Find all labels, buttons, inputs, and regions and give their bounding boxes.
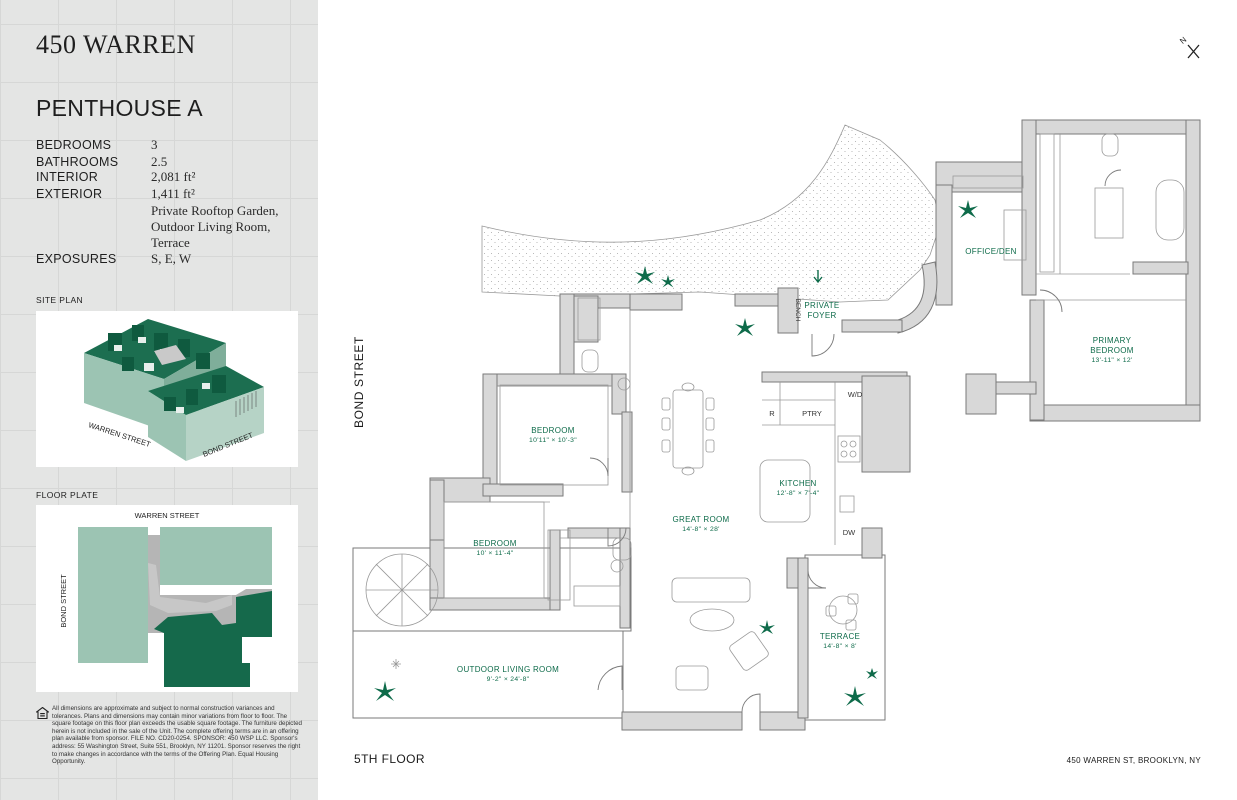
site-plan-label: SITE PLAN <box>36 295 84 305</box>
plant-icons <box>374 200 978 706</box>
bond-street-label: BOND STREET <box>352 336 366 428</box>
site-plan-drawing: WARREN STREET BOND STREET <box>84 319 264 461</box>
bedroom-1-label: BEDROOM <box>531 426 574 435</box>
primary-bedroom-dimensions: 13'-11" × 12' <box>1091 357 1132 364</box>
terrace-label: TERRACE <box>820 632 860 641</box>
private-foyer-label-1: PRIVATE <box>804 301 839 310</box>
site-plan-panel: WARREN STREET BOND STREET <box>36 311 298 467</box>
primary-bedroom-label-2: BEDROOM <box>1090 346 1133 355</box>
entry-arrow-icon <box>813 270 823 284</box>
office-den-label: OFFICE/DEN <box>965 247 1016 256</box>
washer-dryer-label: W/D <box>848 390 863 399</box>
spec-label: BEDROOMS <box>36 138 112 152</box>
refrigerator-label: R <box>769 409 775 418</box>
spec-value: Private Rooftop Garden, <box>151 203 279 218</box>
outdoor-living-room-dimensions: 9'-2" × 24'-8" <box>487 676 530 683</box>
primary-bedroom-label-1: PRIMARY <box>1093 336 1132 345</box>
floor-plate-label: FLOOR PLATE <box>36 490 99 500</box>
bedroom-2-dimensions: 10' × 11'-4" <box>476 550 513 557</box>
spec-label: BATHROOMS <box>36 155 119 169</box>
compass-north-label: N <box>1178 35 1188 46</box>
great-room-label: GREAT ROOM <box>673 515 730 524</box>
floor-level-label: 5TH FLOOR <box>354 752 425 766</box>
spec-label: EXPOSURES <box>36 252 117 266</box>
bedroom-1-dimensions: 10'11" × 10'-3" <box>529 437 577 444</box>
spec-label: EXTERIOR <box>36 187 103 201</box>
floor-plate-drawing: WARREN STREET BOND STREET <box>59 511 272 687</box>
spec-value: S, E, W <box>151 251 192 266</box>
unit-title: PENTHOUSE A <box>36 95 203 121</box>
info-sidebar: 450 WARREN PENTHOUSE A BEDROOMS 3 BATHRO… <box>0 0 318 800</box>
private-foyer-label-2: FOYER <box>807 311 836 320</box>
floor-plate-bond-street: BOND STREET <box>59 574 68 628</box>
spec-value: Outdoor Living Room, <box>151 219 271 234</box>
floor-plate-panel: WARREN STREET BOND STREET <box>36 505 298 692</box>
outdoor-living-room-label: OUTDOOR LIVING ROOM <box>457 665 559 674</box>
spec-value: Terrace <box>151 235 190 250</box>
kitchen-label: KITCHEN <box>779 479 816 488</box>
equal-housing-icon <box>36 707 49 719</box>
spec-value: 2.5 <box>151 154 168 169</box>
rooftop-garden-area <box>481 124 941 303</box>
kitchen-dimensions: 12'-8" × 7'-4" <box>777 490 820 497</box>
great-room-dimensions: 14'-8" × 28' <box>682 526 720 533</box>
bedroom-2-label: BEDROOM <box>473 539 516 548</box>
spec-value: 2,081 ft² <box>151 169 196 184</box>
spec-value: 1,411 ft² <box>151 186 195 201</box>
brand-logo: 450 WARREN <box>36 30 196 59</box>
bench-label: BENCH <box>794 299 801 322</box>
pantry-label: PTRY <box>802 409 822 418</box>
furniture <box>365 382 861 691</box>
floor-plate-warren-street: WARREN STREET <box>135 511 200 520</box>
dishwasher-label: DW <box>843 528 856 537</box>
spec-value: 3 <box>151 137 158 152</box>
walls <box>429 119 1201 731</box>
terrace-dimensions: 14'-8" × 8' <box>823 643 856 650</box>
building-address: 450 WARREN ST, BROOKLYN, NY <box>1066 756 1201 765</box>
legal-disclaimer: All dimensions are approximate and subje… <box>52 705 302 766</box>
north-compass-icon: N <box>1178 35 1200 59</box>
spec-label: INTERIOR <box>36 170 99 184</box>
